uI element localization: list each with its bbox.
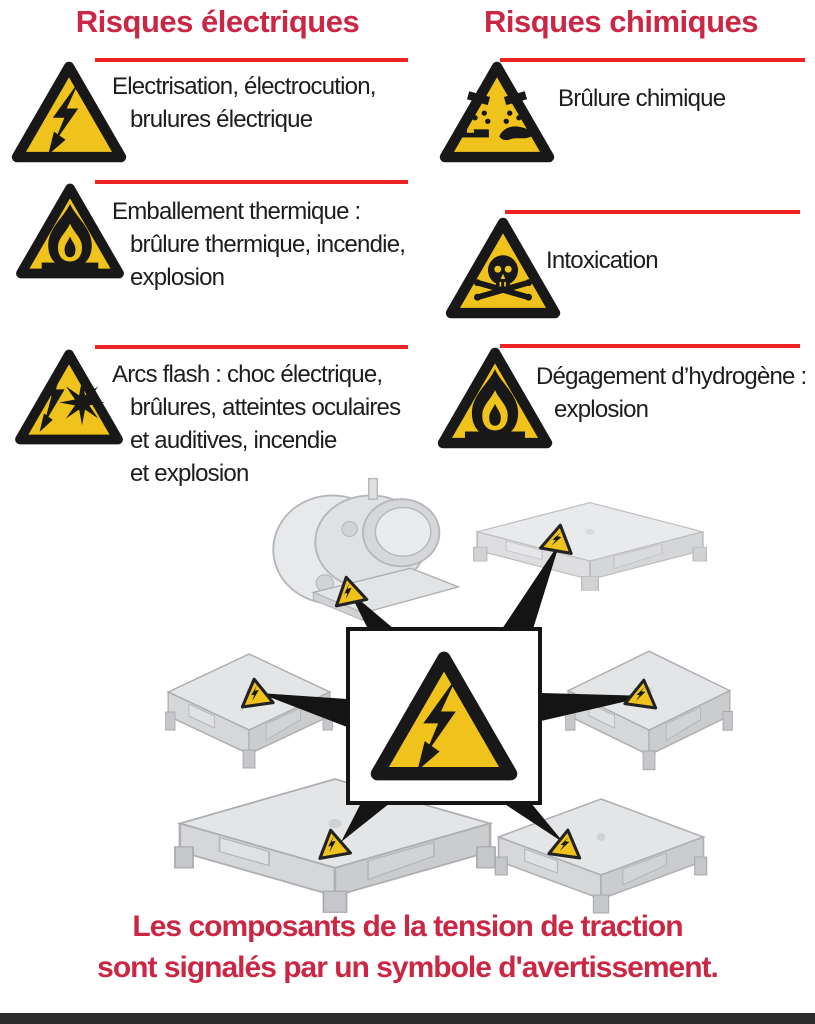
junction-box-left-illustration: [164, 653, 334, 769]
divider-rule: [505, 210, 800, 214]
chemical-item-2-label: Intoxication: [546, 247, 659, 274]
high-voltage-warning-mini-icon: [623, 676, 661, 710]
high-voltage-warning-mini-icon: [237, 675, 275, 709]
flammable-warning-icon: [14, 182, 126, 280]
electrical-risks-title: Risques électriques: [75, 4, 360, 39]
divider-rule: [500, 344, 800, 348]
electric-motor-illustration: [272, 477, 460, 622]
chemical-risks-title: Risques chimiques: [483, 4, 759, 39]
converter-box-illustration: [494, 798, 708, 914]
caption-text: Les composants de la tension de traction…: [97, 910, 719, 984]
high-voltage-warning-mini-icon: [313, 826, 352, 860]
footer-bar: [0, 1013, 815, 1024]
power-module-illustration: [472, 501, 708, 592]
arc-flash-warning-icon: [14, 348, 124, 446]
corrosive-warning-icon: [433, 60, 561, 164]
divider-rule: [95, 180, 408, 184]
central-warning-callout-box: [346, 627, 542, 805]
divider-rule: [95, 58, 408, 62]
divider-rule: [95, 345, 408, 349]
high-voltage-warning-mini-icon: [539, 521, 578, 555]
electrical-item-2-label: Emballement thermique : brûlure thermiqu…: [112, 198, 406, 291]
junction-box-right-illustration: [564, 650, 734, 771]
high-voltage-warning-icon: [370, 649, 518, 783]
electrical-item-1-label: Electrisation, électrocution, brulures é…: [112, 73, 376, 133]
high-voltage-warning-mini-icon: [547, 826, 585, 860]
chemical-item-3-label: Dégagement d’hydrogène : explosion: [536, 363, 807, 423]
chemical-item-1-label: Brûlure chimique: [558, 85, 726, 112]
divider-rule: [500, 58, 805, 62]
electrical-item-3-label: Arcs flash : choc électrique, brûlures, …: [112, 361, 401, 487]
